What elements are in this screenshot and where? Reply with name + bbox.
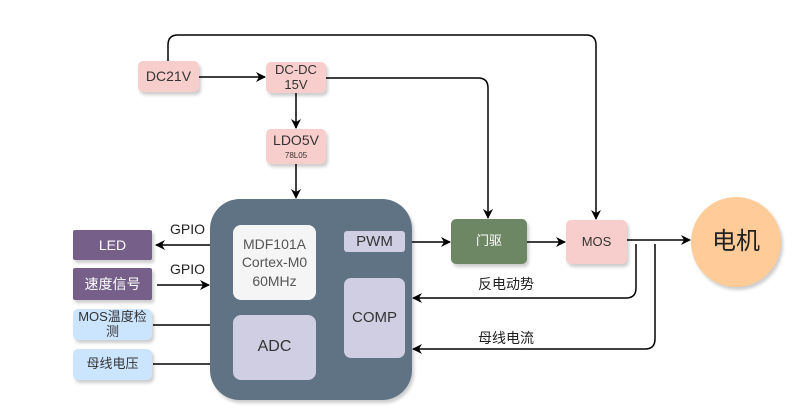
comp-block: COMP xyxy=(344,278,405,358)
line-dcdc-to-gate xyxy=(326,77,493,219)
gpio-speed-label: GPIO xyxy=(170,261,206,277)
ldo-label: LDO5V xyxy=(273,132,319,149)
dc21v-label: DC21V xyxy=(145,68,192,85)
mcu-frequency: 60MHz xyxy=(252,272,297,289)
mos-label: MOS xyxy=(581,233,612,249)
motor-label: 电机 xyxy=(712,228,760,256)
mcu-core-type: Cortex-M0 xyxy=(241,254,308,271)
adc-label: ADC xyxy=(257,338,292,356)
line-back-emf xyxy=(412,244,637,303)
gpio-led-label: GPIO xyxy=(170,221,206,237)
bus-voltage-label: 母线电压 xyxy=(86,356,139,372)
comp-label: COMP xyxy=(352,309,397,327)
speed-signal-block: 速度信号 xyxy=(73,268,152,300)
dcdc-label: DC-DC xyxy=(275,61,317,77)
ldo-block: LDO5V 78L05 xyxy=(266,129,326,164)
line-dc21v-to-mos xyxy=(167,34,601,220)
motor-circle: 电机 xyxy=(691,197,781,287)
gate-driver-label: 门驱 xyxy=(475,233,502,249)
speed-signal-label: 速度信号 xyxy=(84,275,141,292)
bus-current-label: 母线电流 xyxy=(478,330,534,346)
led-label: LED xyxy=(98,236,127,253)
pwm-block: PWM xyxy=(344,231,405,252)
mos-block: MOS xyxy=(566,220,627,264)
led-block: LED xyxy=(73,230,152,260)
gate-driver-block: 门驱 xyxy=(451,219,527,264)
line-bus-current xyxy=(412,244,656,354)
adc-block: ADC xyxy=(233,315,316,380)
pwm-label: PWM xyxy=(356,232,393,250)
ldo-part: 78L05 xyxy=(284,151,308,161)
mos-temp-label: MOS温度检测 xyxy=(78,308,147,339)
bus-voltage-block: 母线电压 xyxy=(73,349,152,380)
mcu-model: MDF101A xyxy=(242,236,307,253)
dcdc-voltage: 15V xyxy=(284,76,308,92)
back-emf-label: 反电动势 xyxy=(478,276,534,292)
dc21v-block: DC21V xyxy=(138,61,199,92)
mos-temp-block: MOS温度检测 xyxy=(73,309,152,340)
